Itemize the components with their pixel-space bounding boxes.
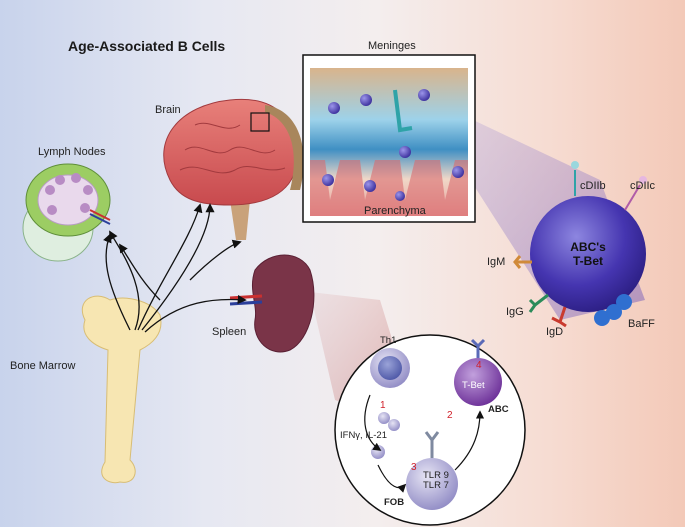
- receptor-igd-label: IgD: [546, 326, 564, 338]
- pathway-inset: [334, 334, 526, 526]
- migration-arrows: [103, 203, 247, 333]
- lymph-node: [22, 163, 111, 262]
- bone-marrow: [82, 295, 162, 484]
- brain: [163, 98, 304, 240]
- receptor-igg-label: IgG: [506, 306, 524, 318]
- receptor-cd11c-label: cDIIc: [630, 180, 656, 192]
- tbet-label: T-Bet: [462, 380, 485, 391]
- parenchyma-label: Parenchyma: [364, 205, 426, 217]
- abc-cell-name: ABC's: [570, 240, 606, 254]
- abc-label: ABC: [488, 404, 509, 415]
- meninges-label: Meninges: [368, 40, 416, 52]
- step-1: 1: [380, 400, 386, 411]
- receptor-cd11b-label: cDIIb: [580, 180, 606, 192]
- abc-cell-large: [513, 161, 647, 328]
- meninges-inset: [302, 54, 476, 223]
- step-4: 4: [476, 360, 482, 371]
- lymph-nodes-label: Lymph Nodes: [38, 146, 106, 158]
- abc-cell-tbet: T-Bet: [573, 254, 603, 268]
- receptor-igm-label: IgM: [487, 256, 506, 268]
- tlr7-label: TLR 7: [423, 480, 449, 491]
- bone-marrow-label: Bone Marrow: [10, 360, 76, 372]
- tlr9-label: TLR 9: [423, 470, 449, 481]
- diagram-title: Age-Associated B Cells: [68, 38, 226, 54]
- th1-label: Th1: [380, 335, 397, 346]
- receptor-baff-label: BaFF: [628, 318, 655, 330]
- cytokines-label: IFNγ, IL-21: [340, 430, 387, 441]
- fob-label: FOB: [384, 497, 405, 508]
- brain-label: Brain: [155, 104, 181, 116]
- spleen-label: Spleen: [212, 326, 247, 338]
- step-3: 3: [411, 462, 417, 473]
- step-2: 2: [447, 410, 453, 421]
